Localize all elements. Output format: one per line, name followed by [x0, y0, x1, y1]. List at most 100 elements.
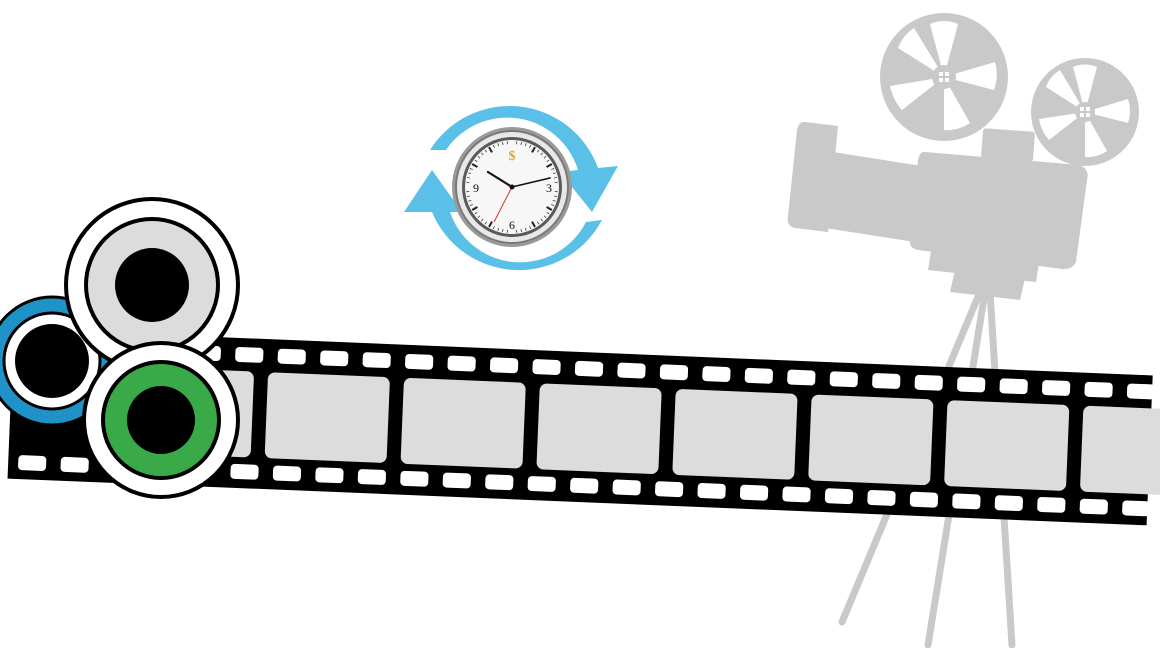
clock-number-6: 6: [509, 218, 515, 232]
clock-tick: [543, 215, 547, 219]
clock-tick: [502, 141, 504, 146]
clock-tick: [540, 152, 544, 156]
clock-tick: [551, 204, 555, 207]
film-perforation: [655, 481, 684, 498]
clock-tick: [546, 159, 550, 163]
film-perforation: [18, 455, 47, 471]
film-perforation: [617, 362, 646, 379]
film-frame: [808, 394, 934, 486]
clock-tick: [471, 163, 478, 168]
film-perforation: [1037, 496, 1066, 513]
clock-tick: [492, 226, 495, 230]
film-perforation: [659, 364, 689, 381]
film-perforation: [272, 465, 302, 482]
film-perforation: [612, 479, 641, 496]
clock-tick: [469, 204, 473, 207]
film-perforation: [1126, 383, 1156, 400]
clock-number-3: 3: [546, 181, 552, 195]
film-perforation: [697, 483, 726, 499]
clock-center-pin: [509, 184, 515, 190]
clock-tick: [488, 221, 493, 228]
film-frame: [400, 378, 526, 469]
clock-tick: [502, 228, 504, 233]
film-perforation: [739, 484, 769, 501]
film-frame: [536, 383, 662, 474]
clock-tick: [469, 167, 473, 170]
film-frame: [944, 400, 1070, 491]
clock-tick: [546, 206, 553, 211]
film-perforation: [527, 476, 556, 492]
clock-tick: [497, 227, 500, 231]
clock-tick: [477, 215, 481, 219]
film-perforation: [230, 463, 259, 480]
clock-tick: [552, 199, 556, 202]
clock-tick: [553, 195, 558, 197]
clock-number-9: 9: [473, 181, 479, 195]
film-perforation: [485, 474, 514, 491]
film-perforation: [60, 456, 89, 473]
film-perforation: [994, 495, 1023, 512]
movie-camera-icon: [787, 13, 1139, 648]
clock-tick: [529, 144, 532, 148]
film-frame: [264, 372, 390, 463]
film-perforation: [999, 378, 1028, 395]
clock-tick: [497, 143, 500, 147]
film-frame: [1080, 405, 1160, 497]
clock-hour-hand: [486, 170, 514, 189]
film-perforation: [702, 366, 731, 382]
film-perforation: [532, 359, 561, 375]
film-perforation: [787, 369, 816, 386]
clock-tick: [546, 163, 553, 168]
clock-tick: [520, 141, 522, 146]
film-perforation: [952, 493, 981, 510]
clock-tick: [520, 228, 522, 233]
clock-tick: [471, 206, 478, 211]
clock-tick: [468, 199, 472, 202]
film-perforation: [829, 371, 858, 388]
clock-tick: [546, 211, 550, 215]
clock-tick: [484, 149, 488, 153]
clock-tick: [488, 146, 493, 153]
clock-tick: [524, 227, 527, 231]
clock-tick: [543, 155, 547, 159]
clock-tick: [552, 172, 556, 175]
film-perforation: [909, 491, 939, 508]
clock-tick: [466, 177, 471, 179]
film-perforation: [315, 467, 344, 484]
film-perforation: [1041, 380, 1071, 396]
film-perforation: [1122, 500, 1151, 517]
clock-second-hand: [493, 186, 513, 223]
film-perforation: [872, 373, 901, 389]
clock-tick: [474, 159, 478, 163]
film-perforation: [362, 352, 391, 369]
film-frames: [128, 366, 1160, 497]
clock-tick: [480, 152, 484, 156]
clock-tick: [474, 211, 478, 215]
film-perforation: [235, 346, 264, 363]
film-perforation: [405, 353, 434, 370]
clock-tick: [484, 221, 488, 225]
clock-icon: $ 9 3 6: [452, 127, 572, 247]
film-frame: [672, 389, 798, 480]
reel-gray: [64, 197, 240, 373]
film-perforation: [489, 357, 519, 374]
film-perforation: [277, 348, 306, 365]
clock-ticks: [466, 141, 558, 233]
clock-tick: [466, 195, 471, 197]
film-perforation: [957, 376, 986, 393]
film-perforation: [914, 374, 943, 391]
film-perforation: [782, 486, 811, 503]
clock-tick: [529, 226, 532, 230]
camera-reel-large: [880, 13, 1008, 141]
film-perforation: [320, 350, 349, 367]
clock-with-arrows: $ 9 3 6: [404, 105, 618, 271]
film-perforation: [1079, 498, 1108, 515]
clock-tick: [531, 146, 536, 153]
clock-tick: [540, 218, 544, 222]
film-perforation: [1084, 381, 1113, 398]
film-perforation: [744, 367, 774, 384]
clock-tick: [480, 218, 484, 222]
film-perforation: [400, 470, 429, 487]
clock-tick: [524, 143, 527, 147]
film-perforation: [442, 472, 471, 489]
